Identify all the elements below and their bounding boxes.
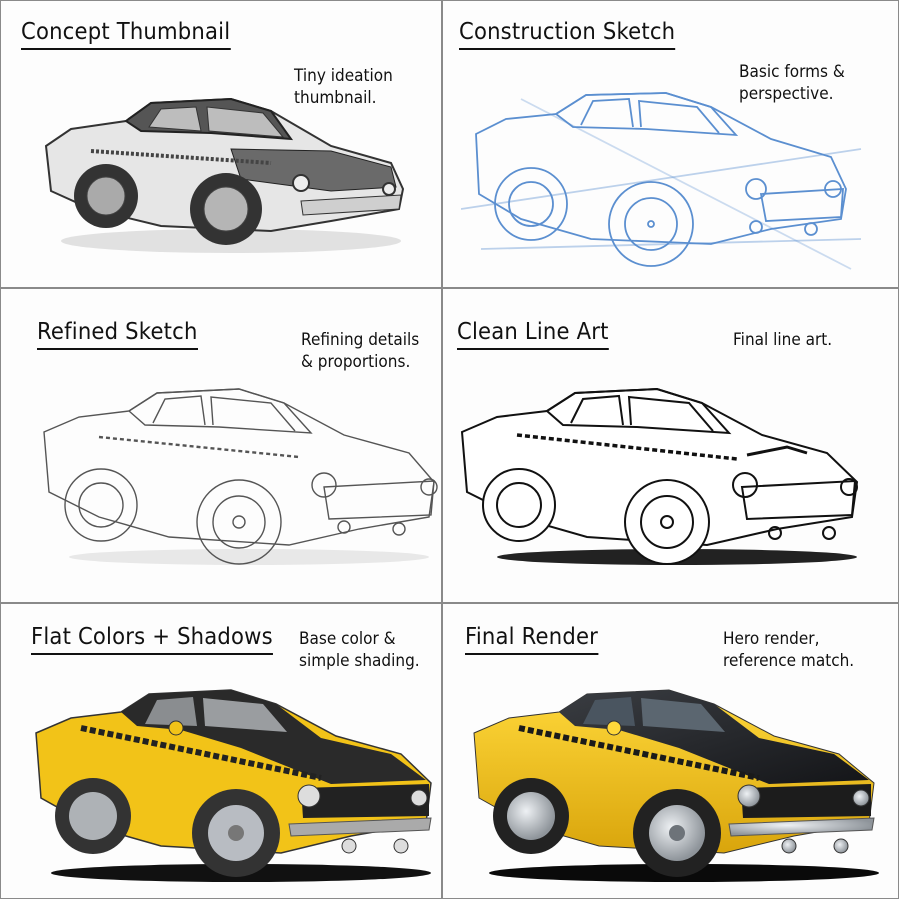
car-construction-illustration xyxy=(461,92,862,270)
panel-title: Clean Line Art xyxy=(457,319,609,350)
panel-caption: Base color & simple shading. xyxy=(299,629,420,671)
panel-refined-sketch: Refined Sketch Refining details & propor… xyxy=(1,289,443,604)
car-final-render-illustration xyxy=(473,689,879,882)
panel-clean-line-art: Clean Line Art Final line art. xyxy=(443,289,898,604)
panel-flat-colors-shadows: Flat Colors + Shadows Base color & simpl… xyxy=(1,604,443,898)
panel-title: Construction Sketch xyxy=(459,19,676,50)
panel-title: Flat Colors + Shadows xyxy=(31,624,273,655)
car-refined-sketch-illustration xyxy=(43,388,438,565)
panel-title: Concept Thumbnail xyxy=(21,19,231,50)
car-pencil-illustration xyxy=(44,97,405,253)
panel-caption: Final line art. xyxy=(733,330,833,350)
panel-construction-sketch: Construction Sketch Basic forms & perspe… xyxy=(443,1,898,289)
panel-caption: Refining details & proportions. xyxy=(301,330,420,372)
panel-caption: Basic forms & perspective. xyxy=(739,62,845,104)
panel-caption: Tiny ideation thumbnail. xyxy=(294,66,393,108)
panel-title: Refined Sketch xyxy=(37,319,198,350)
panel-final-render: Final Render Hero render, reference matc… xyxy=(443,604,898,898)
car-flat-color-illustration xyxy=(35,689,432,882)
car-line-art-illustration xyxy=(460,387,859,565)
panel-caption: Hero render, reference match. xyxy=(723,629,855,671)
panel-title: Final Render xyxy=(465,624,599,655)
panel-concept-thumbnail: Concept Thumbnail Tiny ideation thumbnai… xyxy=(1,1,443,289)
